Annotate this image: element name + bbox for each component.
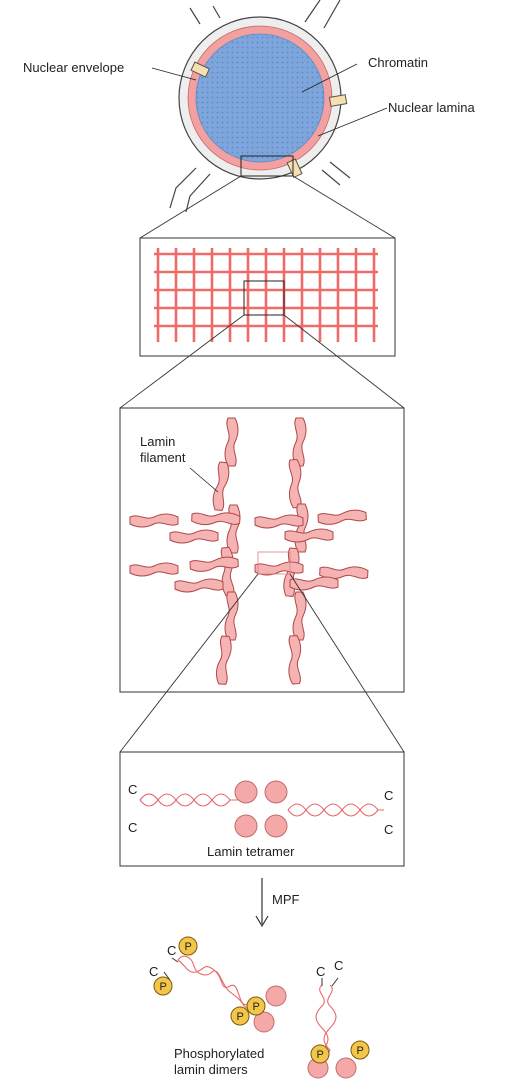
phosphate: P bbox=[351, 1041, 369, 1059]
c-terminus-label: C bbox=[149, 964, 158, 979]
globular-head bbox=[235, 815, 257, 837]
lamina-mesh-panel bbox=[140, 238, 395, 356]
globular-head bbox=[266, 986, 286, 1006]
lamin-filament-label-line1: Lamin bbox=[140, 434, 175, 449]
globular-head bbox=[235, 781, 257, 803]
phosphate: P bbox=[311, 1045, 329, 1063]
svg-text:P: P bbox=[185, 941, 192, 953]
svg-text:P: P bbox=[357, 1045, 364, 1057]
c-terminus-label: C bbox=[128, 820, 137, 835]
globular-head bbox=[336, 1058, 356, 1078]
globular-head bbox=[265, 815, 287, 837]
phosphorylated-dimers: P P P P P P C C C C Phosphorylated lamin… bbox=[149, 937, 369, 1078]
globular-head bbox=[265, 781, 287, 803]
mpf-arrow: MPF bbox=[256, 878, 300, 926]
svg-text:P: P bbox=[160, 981, 167, 993]
c-terminus-label: C bbox=[384, 788, 393, 803]
lamin-filament-label-line2: filament bbox=[140, 450, 186, 465]
mpf-label: MPF bbox=[272, 892, 300, 907]
chromatin-label: Chromatin bbox=[368, 55, 428, 70]
lamin-tetramer-label: Lamin tetramer bbox=[207, 844, 295, 859]
phosphate: P bbox=[247, 997, 265, 1015]
nucleus-panel: Nuclear envelope Chromatin Nuclear lamin… bbox=[23, 0, 475, 212]
nuclear-lamina-label: Nuclear lamina bbox=[388, 100, 475, 115]
svg-text:P: P bbox=[317, 1049, 324, 1061]
c-terminus-label: C bbox=[167, 943, 176, 958]
c-terminus-label: C bbox=[384, 822, 393, 837]
phosphate: P bbox=[179, 937, 197, 955]
c-terminus-label: C bbox=[334, 958, 343, 973]
c-terminus-label: C bbox=[128, 782, 137, 797]
coiled-coil-diagonal bbox=[178, 956, 252, 1012]
phosphorylated-label-line1: Phosphorylated bbox=[174, 1046, 264, 1061]
lamin-filament-panel: Lamin filament bbox=[120, 408, 404, 692]
svg-text:P: P bbox=[237, 1011, 244, 1023]
chromatin-shape bbox=[196, 34, 324, 162]
phosphate: P bbox=[154, 977, 172, 995]
nuclear-envelope-label: Nuclear envelope bbox=[23, 60, 124, 75]
svg-text:P: P bbox=[253, 1001, 260, 1013]
phosphate: P bbox=[231, 1007, 249, 1025]
c-terminus-label: C bbox=[316, 964, 325, 979]
lamin-tetramer-panel: C C C C Lamin tetramer bbox=[120, 752, 404, 866]
phosphorylated-label-line2: lamin dimers bbox=[174, 1062, 248, 1077]
